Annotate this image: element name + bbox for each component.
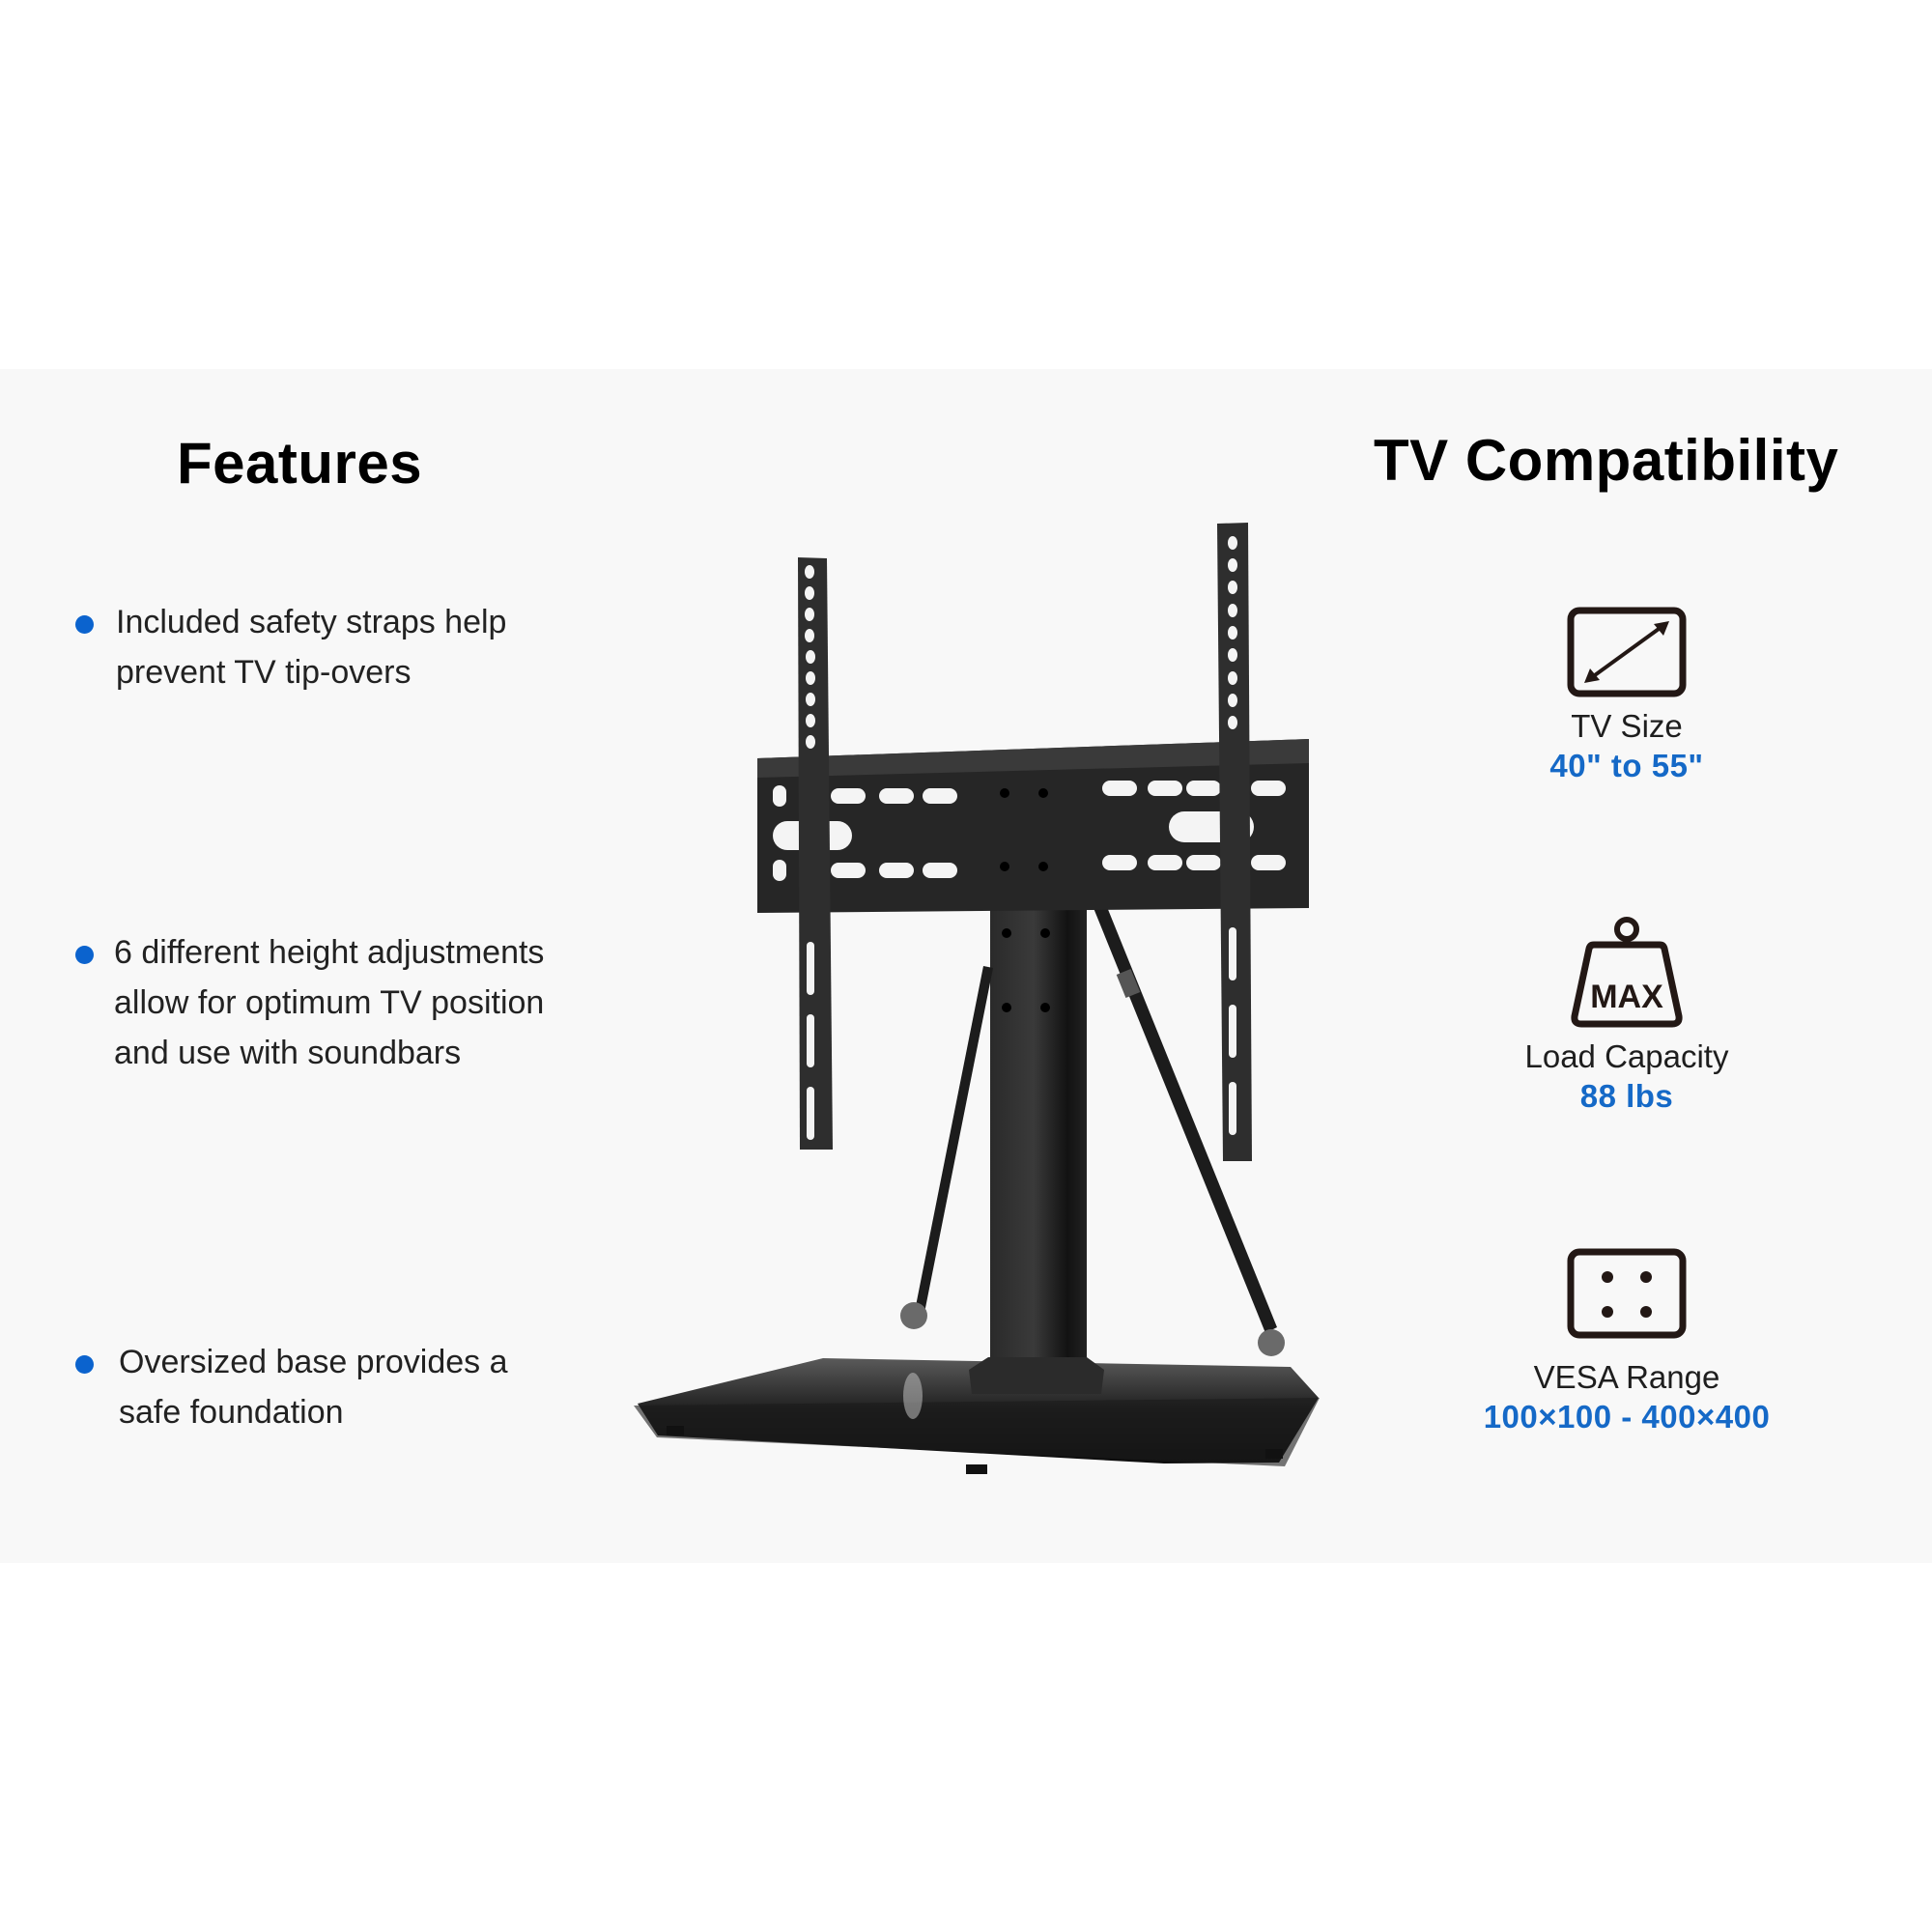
spec-value: 40" to 55"	[1549, 748, 1704, 783]
feature-line: and use with soundbars	[114, 1035, 462, 1071]
feature-item-oversized-base: Oversized base provides a safe foundatio…	[75, 1337, 508, 1437]
spec-label: VESA Range	[1533, 1359, 1720, 1395]
feature-item-safety-straps: Included safety straps help prevent TV t…	[75, 597, 506, 697]
feature-item-height-adjustments: 6 different height adjustments allow for…	[75, 927, 544, 1078]
features-heading: Features	[177, 431, 423, 496]
feature-text: Oversized base provides a safe foundatio…	[119, 1337, 508, 1437]
tv-compatibility-heading: TV Compatibility	[1374, 428, 1839, 493]
spec-tv-size: TV Size 40" to 55"	[1434, 607, 1820, 786]
spec-label: TV Size	[1571, 708, 1683, 744]
svg-text:MAX: MAX	[1590, 979, 1663, 1015]
feature-line: prevent TV tip-overs	[116, 654, 412, 691]
spec-vesa-range: VESA Range 100×100 - 400×400	[1434, 1248, 1820, 1437]
feature-line: safe foundation	[119, 1394, 344, 1431]
spec-label: Load Capacity	[1524, 1038, 1729, 1074]
screen-diagonal-icon	[1567, 607, 1687, 697]
tv-stand-product-image	[634, 523, 1320, 1474]
spec-load-capacity: MAX Load Capacity 88 lbs	[1434, 916, 1820, 1117]
feature-text: 6 different height adjustments allow for…	[114, 927, 544, 1078]
vesa-pattern-icon	[1567, 1248, 1687, 1339]
feature-line: Oversized base provides a	[119, 1344, 508, 1380]
feature-text: Included safety straps help prevent TV t…	[116, 597, 506, 697]
spec-value: 88 lbs	[1579, 1078, 1674, 1114]
spec-value: 100×100 - 400×400	[1483, 1399, 1771, 1435]
bullet-dot-icon	[75, 1355, 94, 1374]
feature-line: Included safety straps help	[116, 604, 507, 640]
feature-line: 6 different height adjustments	[114, 934, 545, 971]
feature-line: allow for optimum TV position	[114, 984, 545, 1021]
bullet-dot-icon	[75, 946, 94, 964]
max-weight-icon: MAX	[1571, 917, 1683, 1028]
bullet-dot-icon	[75, 615, 94, 634]
